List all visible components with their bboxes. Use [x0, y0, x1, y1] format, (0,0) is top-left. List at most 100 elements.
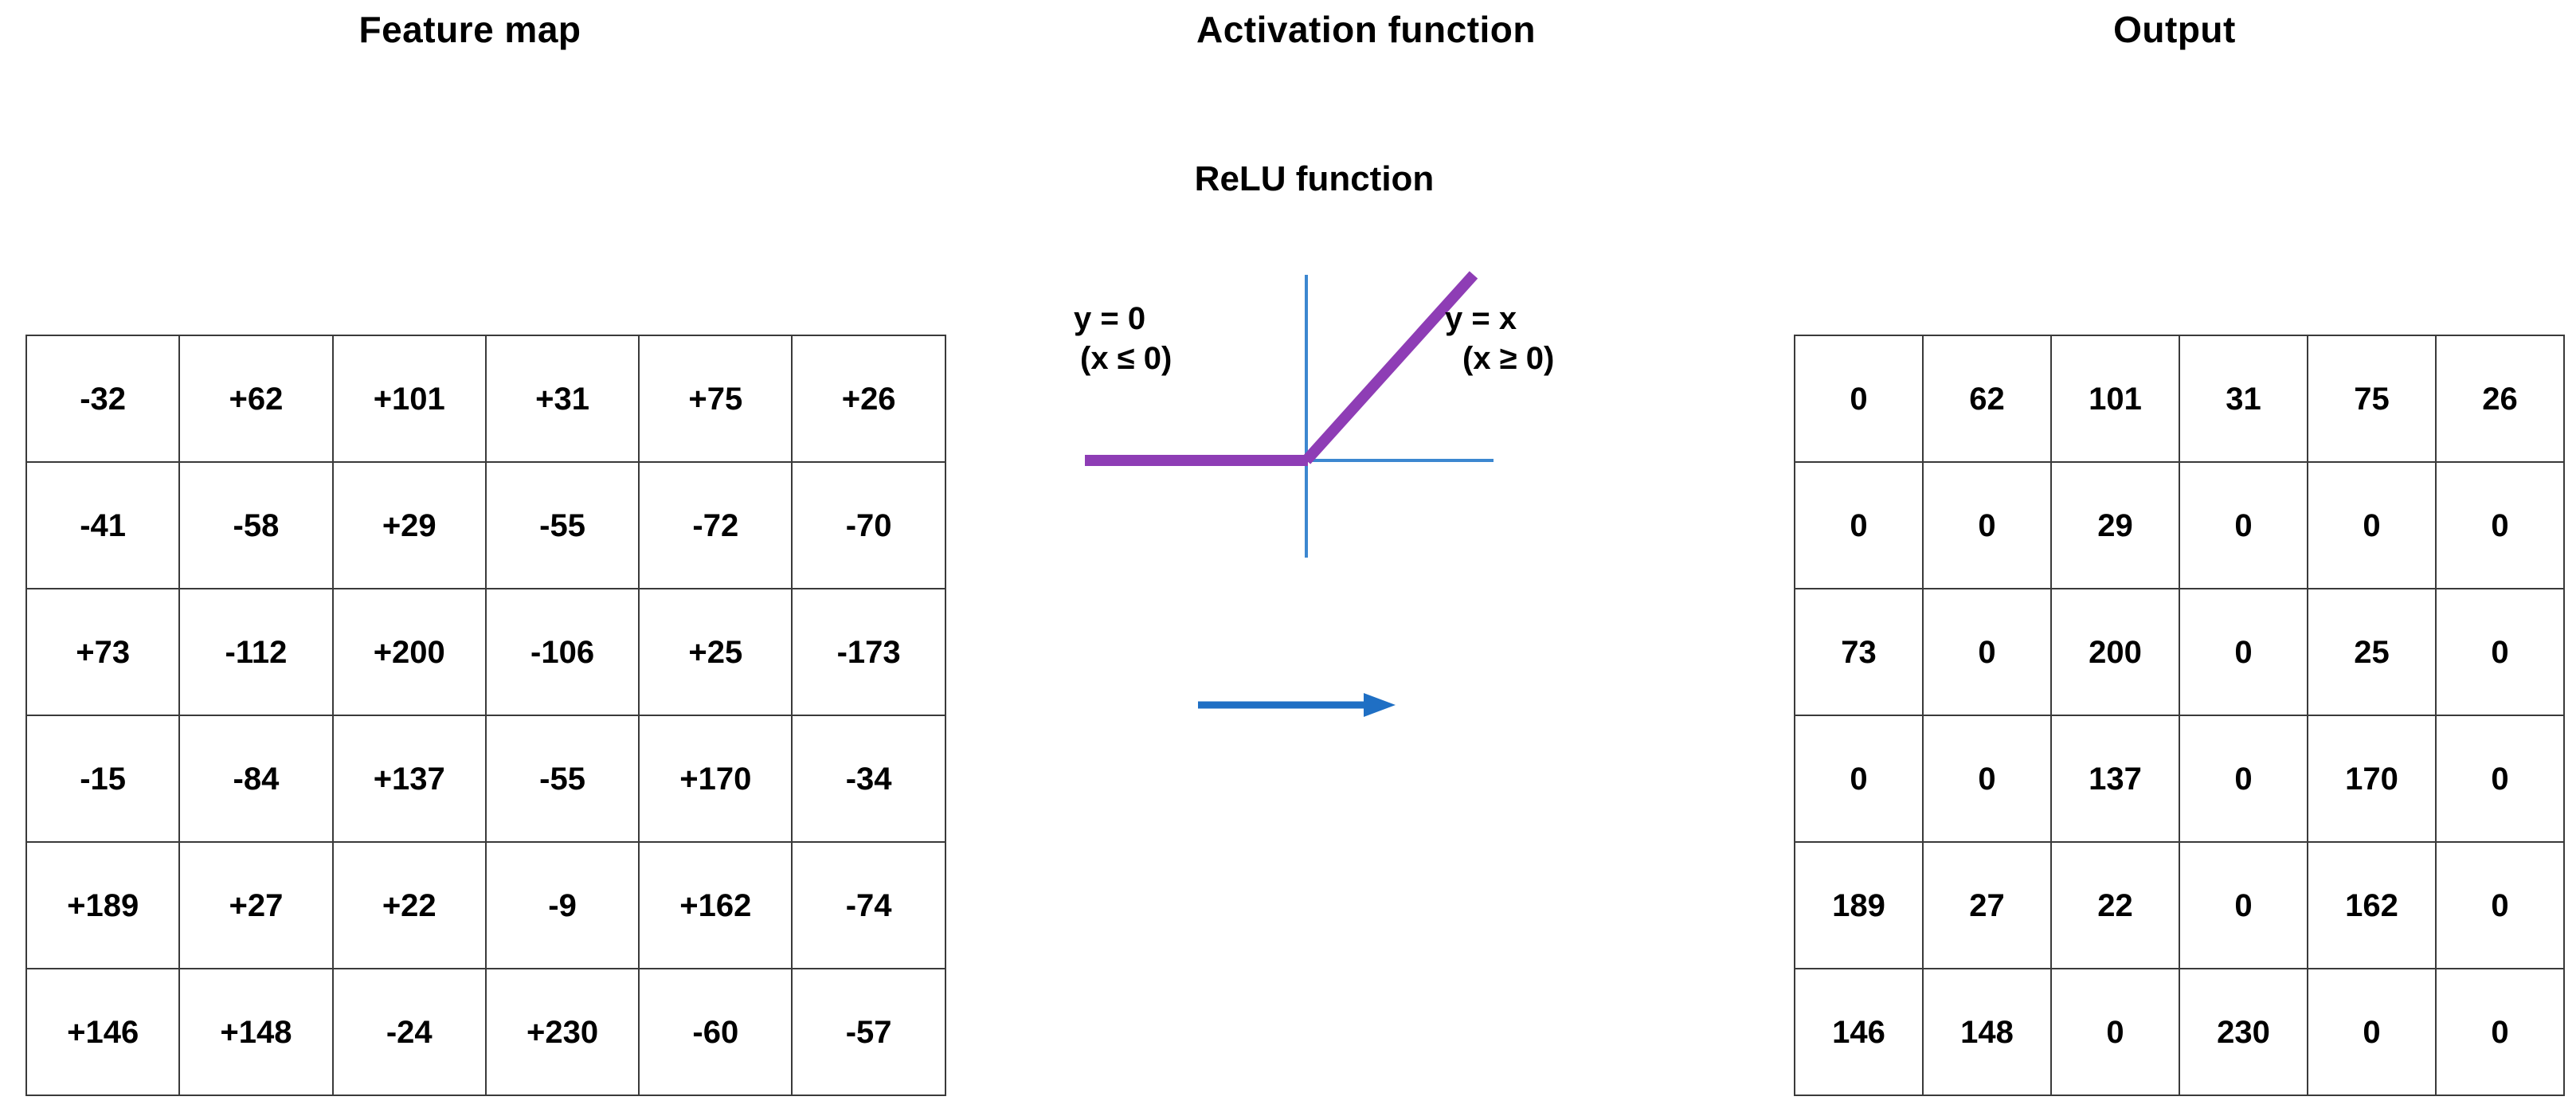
feature-map-cell: +101: [331, 335, 487, 463]
feature-map-body: -32+62+101+31+75+26-41-58+29-55-72-70+73…: [25, 335, 946, 1096]
relu-chart-title: ReLU function: [1194, 159, 1435, 198]
output-cell: 29: [2050, 461, 2180, 589]
feature-map-cell: -84: [178, 715, 334, 843]
feature-map-cell: +146: [25, 968, 181, 1096]
feature-map-cell: +200: [331, 588, 487, 716]
output-cell: 22: [2050, 841, 2180, 969]
output-cell: 25: [2307, 588, 2437, 716]
feature-map-cell: -24: [331, 968, 487, 1096]
output-cell: 189: [1794, 841, 1924, 969]
feature-map-cell: +137: [331, 715, 487, 843]
feature-map-cell: -9: [484, 841, 640, 969]
output-cell: 0: [1794, 461, 1924, 589]
output-cell: 0: [1794, 715, 1924, 843]
output-cell: 31: [2179, 335, 2308, 463]
relu-label-positive-condition: (x ≥ 0): [1462, 341, 1555, 376]
feature-map-cell: -57: [791, 968, 946, 1096]
relu-label-positive-region: y = x (x ≥ 0): [1445, 299, 1554, 378]
feature-map-row: +146+148-24+230-60-57: [25, 968, 946, 1096]
feature-map-matrix: -32+62+101+31+75+26-41-58+29-55-72-70+73…: [25, 335, 946, 1096]
relu-label-positive-equation: y = x: [1445, 301, 1517, 336]
feature-map-cell: -72: [638, 461, 793, 589]
output-cell: 62: [1922, 335, 2052, 463]
output-cell: 200: [2050, 588, 2180, 716]
output-cell: 0: [2435, 461, 2565, 589]
output-cell: 162: [2307, 841, 2437, 969]
feature-map-cell: -15: [25, 715, 181, 843]
feature-map-row: -41-58+29-55-72-70: [25, 461, 946, 589]
page-title-feature-map: Feature map: [358, 9, 581, 50]
output-cell: 0: [2050, 968, 2180, 1096]
output-cell: 148: [1922, 968, 2052, 1096]
output-cell: 0: [2179, 588, 2308, 716]
output-cell: 73: [1794, 588, 1924, 716]
output-cell: 0: [2435, 588, 2565, 716]
feature-map-cell: +25: [638, 588, 793, 716]
feature-map-cell: -34: [791, 715, 946, 843]
feature-map-cell: +148: [178, 968, 334, 1096]
feature-map-row: +73-112+200-106+25-173: [25, 588, 946, 716]
relu-plot: [1085, 271, 1494, 558]
output-cell: 230: [2179, 968, 2308, 1096]
relu-activation-panel: ReLU function y = 0 (x ≤ 0) y = x (x ≥ 0…: [1020, 143, 1736, 589]
relu-label-negative-condition: (x ≤ 0): [1080, 341, 1173, 376]
feature-map-cell: -60: [638, 968, 793, 1096]
feature-map-cell: -41: [25, 461, 181, 589]
output-cell: 26: [2435, 335, 2565, 463]
feature-map-cell: +31: [484, 335, 640, 463]
output-cell: 0: [2307, 968, 2437, 1096]
feature-map-cell: +27: [178, 841, 334, 969]
feature-map-cell: +170: [638, 715, 793, 843]
feature-map-cell: -173: [791, 588, 946, 716]
relu-label-negative-equation: y = 0: [1074, 301, 1146, 336]
output-cell: 0: [2179, 461, 2308, 589]
right-arrow-icon: [1198, 693, 1396, 717]
feature-map-cell: -70: [791, 461, 946, 589]
output-cell: 170: [2307, 715, 2437, 843]
feature-map-cell: +29: [331, 461, 487, 589]
feature-map-cell: -55: [484, 461, 640, 589]
output-cell: 0: [2307, 461, 2437, 589]
feature-map-cell: -112: [178, 588, 334, 716]
feature-map-cell: -106: [484, 588, 640, 716]
feature-map-cell: +162: [638, 841, 793, 969]
feature-map-cell: -74: [791, 841, 946, 969]
relu-curve-positive-branch: [1302, 271, 1478, 464]
feature-map-row: -15-84+137-55+170-34: [25, 715, 946, 843]
output-cell: 0: [2435, 841, 2565, 969]
feature-map-cell: +75: [638, 335, 793, 463]
feature-map-cell: -58: [178, 461, 334, 589]
output-cell: 101: [2050, 335, 2180, 463]
feature-map-cell: +62: [178, 335, 334, 463]
output-cell: 75: [2307, 335, 2437, 463]
feature-map-row: -32+62+101+31+75+26: [25, 335, 946, 463]
feature-map-cell: +22: [331, 841, 487, 969]
feature-map-cell: -55: [484, 715, 640, 843]
output-cell: 0: [1922, 461, 2052, 589]
feature-map-cell: +189: [25, 841, 181, 969]
output-cell: 146: [1794, 968, 1924, 1096]
output-cell: 0: [1922, 715, 2052, 843]
output-cell: 27: [1922, 841, 2052, 969]
feature-map-cell: +230: [484, 968, 640, 1096]
feature-map-cell: -32: [25, 335, 181, 463]
output-cell: 0: [2179, 715, 2308, 843]
feature-map-cell: +26: [791, 335, 946, 463]
output-cell: 0: [1794, 335, 1924, 463]
feature-map-row: +189+27+22-9+162-74: [25, 841, 946, 969]
relu-label-negative-region: y = 0 (x ≤ 0): [1074, 299, 1172, 378]
page-title-output: Output: [2113, 9, 2236, 50]
output-cell: 0: [1922, 588, 2052, 716]
output-cell: 0: [2435, 715, 2565, 843]
feature-map-cell: +73: [25, 588, 181, 716]
output-cell: 137: [2050, 715, 2180, 843]
output-cell: 0: [2435, 968, 2565, 1096]
